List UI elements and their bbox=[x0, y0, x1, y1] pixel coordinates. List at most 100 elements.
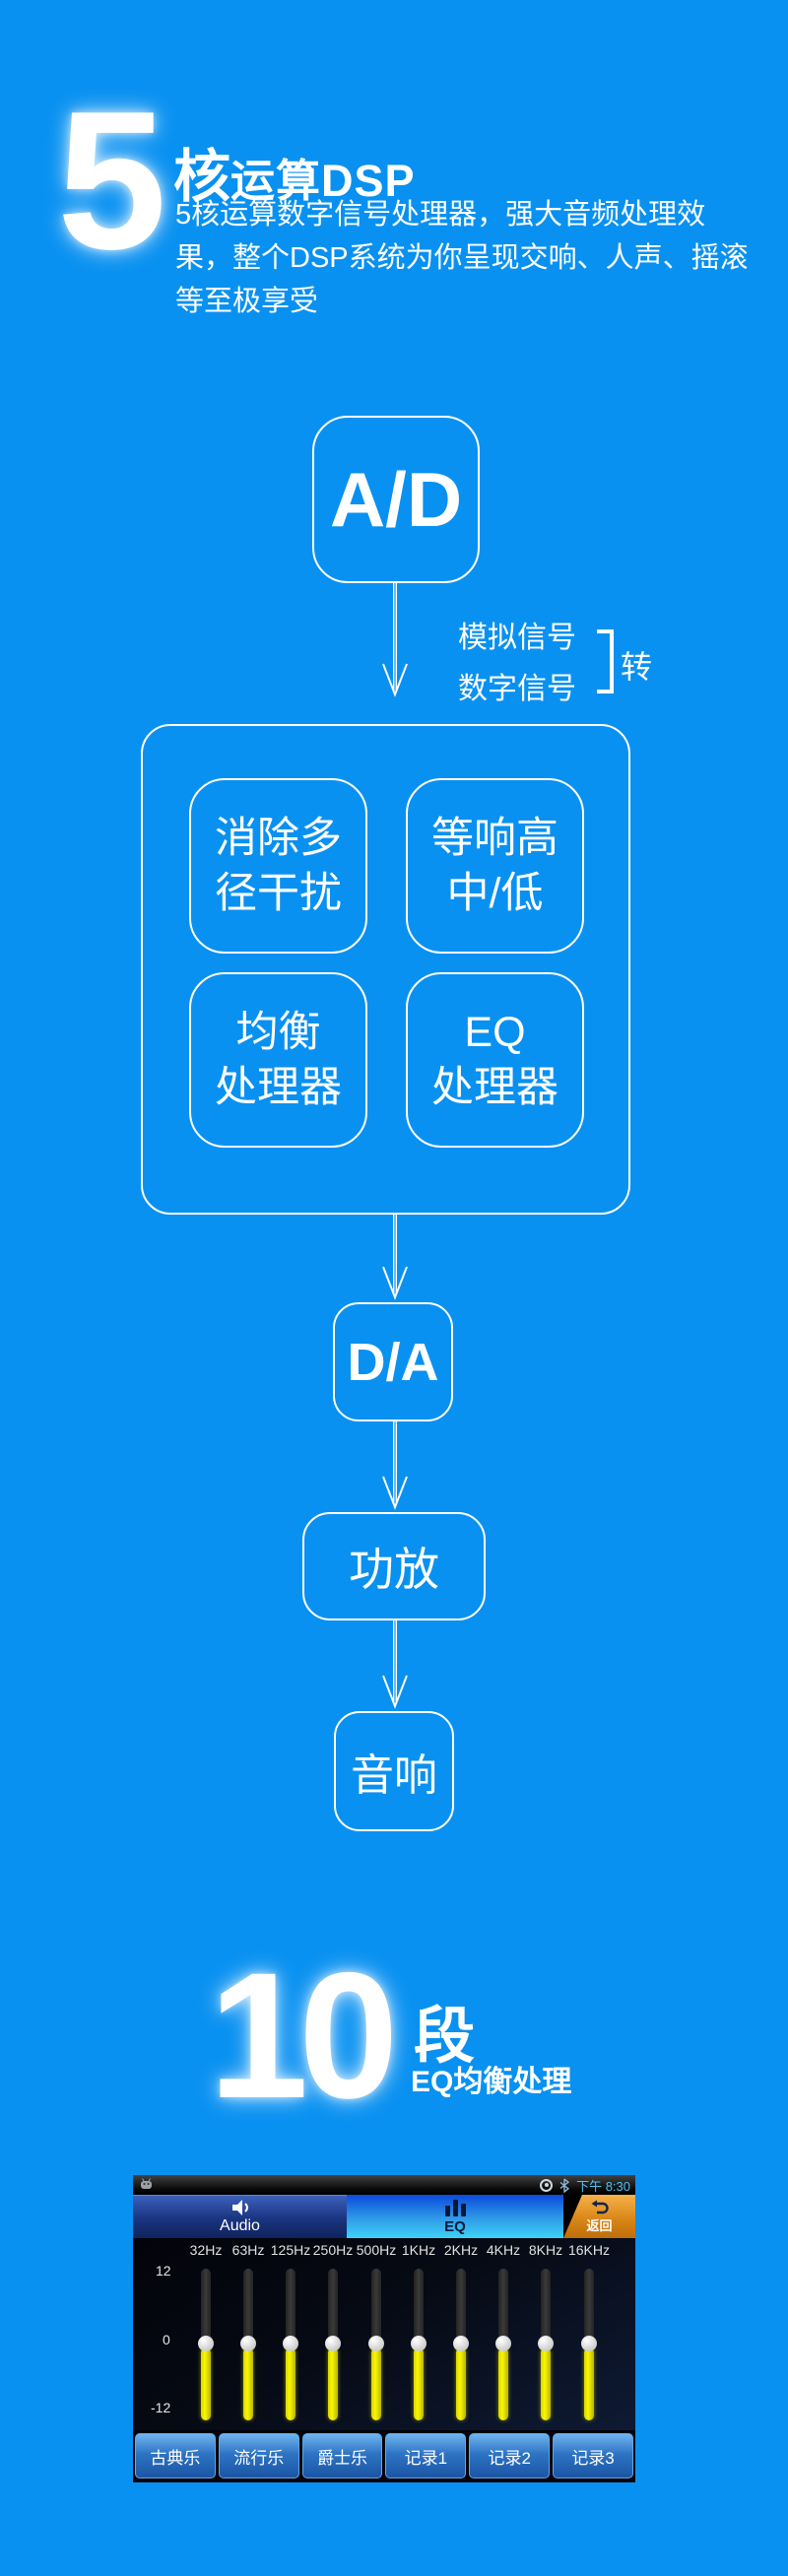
section-number: 10 bbox=[209, 1935, 398, 2136]
bracket-shape bbox=[597, 629, 614, 694]
flow-box-da: D/A bbox=[333, 1302, 453, 1421]
flow-arrow-1 bbox=[382, 583, 408, 697]
section-subtitle: EQ均衡处理 bbox=[411, 2066, 572, 2098]
flow-box-balance-line1: 均衡 bbox=[235, 1009, 321, 1056]
eq-slider-knob[interactable] bbox=[453, 2336, 469, 2351]
eq-slider-knob[interactable] bbox=[198, 2336, 214, 2351]
slider-track[interactable] bbox=[328, 2269, 338, 2345]
freq-label: 500Hz bbox=[356, 2242, 397, 2258]
eq-slider-knob[interactable] bbox=[368, 2336, 384, 2351]
flow-arrow-2 bbox=[382, 1213, 408, 1300]
flow-box-amplifier: 功放 bbox=[302, 1512, 486, 1620]
slider-fill bbox=[371, 2347, 381, 2420]
back-arrow-icon bbox=[591, 2200, 609, 2213]
flow-box-amp-label: 功放 bbox=[349, 1544, 439, 1595]
preset-row: 古典乐 流行乐 爵士乐 记录1 记录2 记录3 bbox=[133, 2430, 635, 2482]
flow-box-multipath-line1: 消除多 bbox=[215, 815, 342, 862]
flow-arrow-3 bbox=[382, 1421, 408, 1510]
hero-title-small: 运算DSP bbox=[230, 156, 416, 206]
flow-box-loudness-line2: 中/低 bbox=[446, 870, 544, 917]
eq-app-screenshot: 下午 8:30 Audio EQ 返回 bbox=[133, 2175, 635, 2482]
eq-slider-knob[interactable] bbox=[240, 2336, 256, 2351]
freq-label: 63Hz bbox=[231, 2242, 265, 2258]
freq-label: 125Hz bbox=[270, 2242, 311, 2258]
preset-button-jazz[interactable]: 爵士乐 bbox=[301, 2433, 383, 2478]
eq-band-16khz: 16KHz bbox=[567, 2238, 611, 2430]
location-icon bbox=[540, 2178, 554, 2192]
preset-button-classical[interactable]: 古典乐 bbox=[135, 2433, 216, 2478]
slider-track[interactable] bbox=[243, 2269, 253, 2345]
freq-label: 4KHz bbox=[486, 2242, 521, 2258]
flow-box-eq-line2: 处理器 bbox=[431, 1064, 558, 1111]
flow-box-multipath: 消除多径干扰 bbox=[189, 778, 367, 954]
slider-track[interactable] bbox=[498, 2269, 508, 2345]
tab-audio-label: Audio bbox=[220, 2217, 260, 2234]
slider-track[interactable] bbox=[286, 2269, 296, 2345]
slider-fill bbox=[584, 2347, 594, 2420]
freq-label: 2KHz bbox=[443, 2242, 479, 2258]
flow-box-multipath-line2: 径干扰 bbox=[215, 870, 342, 917]
status-time: 下午 8:30 bbox=[576, 2178, 630, 2194]
flow-box-ad-label: A/D bbox=[329, 455, 463, 543]
flow-box-balance-line2: 处理器 bbox=[215, 1064, 342, 1111]
eq-slider-knob[interactable] bbox=[325, 2336, 341, 2351]
slider-track[interactable] bbox=[584, 2269, 594, 2345]
flow-box-eq-line1: EQ bbox=[464, 1009, 526, 1056]
freq-label: 8KHz bbox=[528, 2242, 563, 2258]
eq-slider-knob[interactable] bbox=[283, 2336, 298, 2351]
flow-box-loudness: 等响高中/低 bbox=[406, 778, 584, 954]
slider-fill bbox=[456, 2347, 466, 2420]
eq-slider-knob[interactable] bbox=[538, 2336, 554, 2351]
eq-band-250hz: 250Hz bbox=[311, 2238, 355, 2430]
eq-band-1khz: 1KHz bbox=[397, 2238, 440, 2430]
tab-back-label: 返回 bbox=[586, 2217, 613, 2233]
slider-track[interactable] bbox=[371, 2269, 381, 2345]
tab-eq-label: EQ bbox=[444, 2217, 466, 2235]
status-bar: 下午 8:30 bbox=[133, 2175, 635, 2195]
eq-band-4khz: 4KHz bbox=[482, 2238, 525, 2430]
tab-eq[interactable]: EQ bbox=[347, 2195, 563, 2238]
eq-slider-knob[interactable] bbox=[411, 2336, 427, 2351]
eq-slider-panel: 12 0 -12 32Hz 63Hz 125Hz 250Hz 500Hz 1KH… bbox=[133, 2238, 635, 2430]
hero-description: 5核运算数字信号处理器，强大音频处理效果，整个DSP系统为你呈现交响、人声、摇滚… bbox=[175, 199, 749, 317]
flow-dsp-container bbox=[141, 724, 630, 1215]
preset-button-record2[interactable]: 记录2 bbox=[469, 2433, 551, 2478]
slider-track[interactable] bbox=[541, 2269, 551, 2345]
slider-fill bbox=[201, 2347, 211, 2420]
slider-fill bbox=[243, 2347, 253, 2420]
eq-band-500hz: 500Hz bbox=[355, 2238, 398, 2430]
scale-label-top: 12 bbox=[156, 2263, 171, 2279]
preset-button-pop[interactable]: 流行乐 bbox=[218, 2433, 299, 2478]
eq-band-32hz: 32Hz bbox=[184, 2238, 228, 2430]
freq-label: 16KHz bbox=[567, 2242, 611, 2258]
freq-label: 250Hz bbox=[312, 2242, 354, 2258]
flow-box-balance: 均衡处理器 bbox=[189, 972, 367, 1148]
hero-title: 核运算DSP bbox=[173, 130, 416, 213]
preset-button-record3[interactable]: 记录3 bbox=[553, 2433, 633, 2478]
flow-box-da-label: D/A bbox=[347, 1332, 439, 1392]
signal-label-analog: 模拟信号 bbox=[458, 622, 576, 654]
flow-box-speaker-label: 音响 bbox=[351, 1751, 437, 1800]
slider-fill bbox=[286, 2347, 296, 2420]
scale-label-bottom: -12 bbox=[151, 2400, 171, 2415]
slider-track[interactable] bbox=[414, 2269, 424, 2345]
eq-slider-knob[interactable] bbox=[495, 2336, 511, 2351]
eq-band-63hz: 63Hz bbox=[227, 2238, 270, 2430]
eq-slider-knob[interactable] bbox=[581, 2336, 597, 2351]
flow-box-speaker: 音响 bbox=[334, 1711, 454, 1831]
freq-label: 1KHz bbox=[401, 2242, 436, 2258]
eq-band-8khz: 8KHz bbox=[524, 2238, 567, 2430]
tab-audio[interactable]: Audio bbox=[133, 2195, 347, 2238]
android-icon bbox=[141, 2178, 152, 2189]
signal-label-convert: 转 bbox=[621, 649, 653, 685]
section-unit: 段 bbox=[414, 2003, 476, 2071]
slider-track[interactable] bbox=[201, 2269, 211, 2345]
preset-button-record1[interactable]: 记录1 bbox=[385, 2433, 467, 2478]
flow-box-loudness-line1: 等响高 bbox=[431, 815, 558, 862]
flow-arrow-4 bbox=[382, 1620, 408, 1709]
signal-label-digital: 数字信号 bbox=[458, 673, 576, 705]
slider-track[interactable] bbox=[456, 2269, 466, 2345]
bluetooth-icon bbox=[559, 2177, 570, 2193]
tab-back[interactable]: 返回 bbox=[563, 2195, 635, 2238]
